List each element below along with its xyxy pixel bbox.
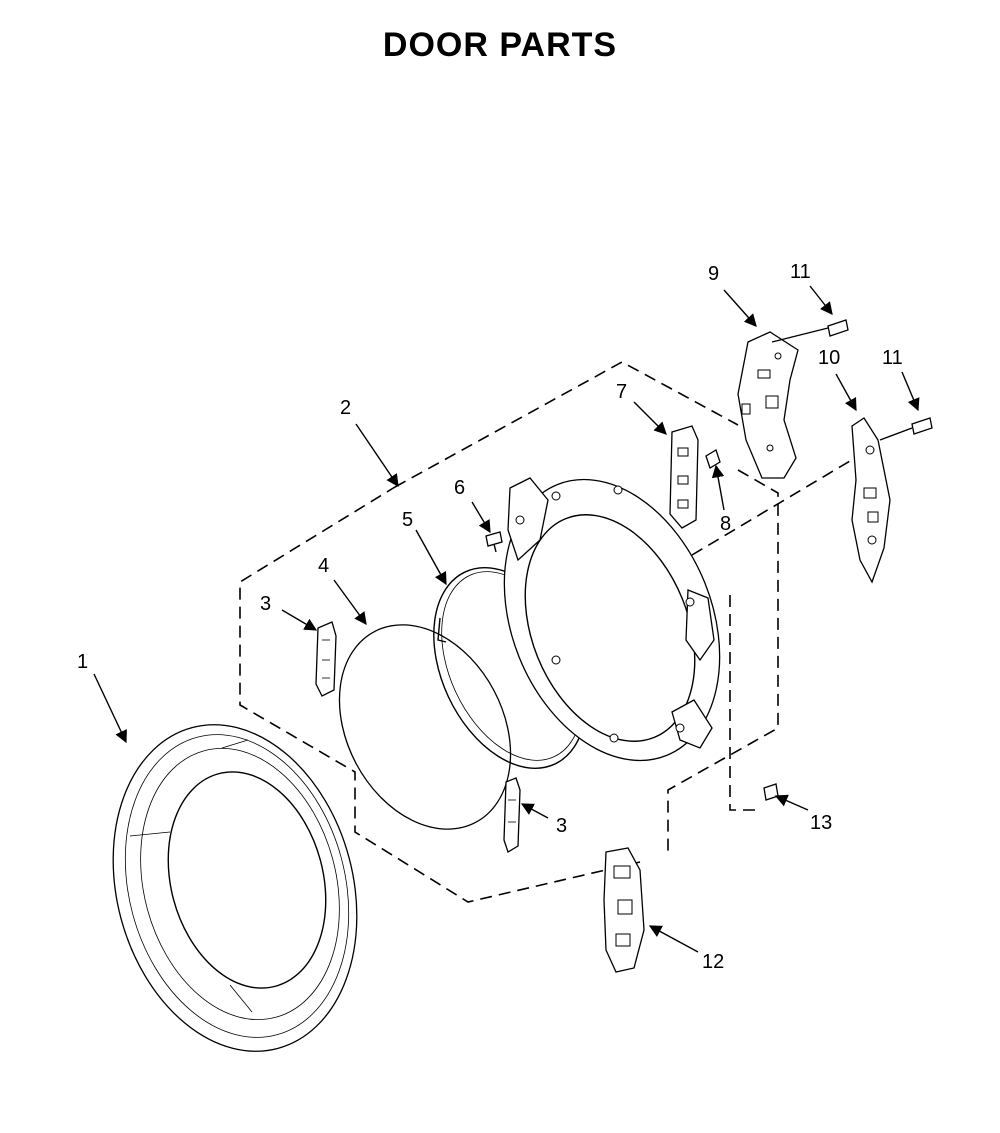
part-3-clip-lower <box>503 777 521 853</box>
callout-13: 13 <box>810 812 832 834</box>
callout-9: 9 <box>708 263 719 285</box>
leader-lines <box>93 285 920 953</box>
part-1-outer-door <box>112 724 358 1052</box>
callout-4: 4 <box>318 555 329 577</box>
part-2-inner-frame <box>503 477 721 762</box>
axis-line <box>691 454 861 556</box>
callout-11-right: 11 <box>882 347 903 369</box>
part-11-screw-b <box>911 417 933 435</box>
part-8-small-bracket <box>705 449 721 469</box>
callout-6: 6 <box>454 477 465 499</box>
callout-8: 8 <box>720 513 731 535</box>
part-6-screw <box>485 531 503 553</box>
assembly-outline-right <box>729 595 758 811</box>
part-13-screw <box>763 783 779 801</box>
callout-7: 7 <box>616 381 627 403</box>
part-12-latch <box>603 847 645 973</box>
part-4-door-glass <box>338 624 512 830</box>
callout-10: 10 <box>818 347 840 369</box>
callout-12: 12 <box>702 951 724 973</box>
part-10-hinge <box>851 417 891 584</box>
callout-3-lower: 3 <box>556 815 567 837</box>
callout-5: 5 <box>402 509 413 531</box>
part-7-hinge-bracket <box>669 425 699 529</box>
page-title: DOOR PARTS <box>382 26 618 64</box>
part-3-clip-upper <box>315 621 337 697</box>
part-11-screw-a <box>827 319 849 337</box>
callout-11-upper: 11 <box>790 261 811 283</box>
callout-1: 1 <box>77 651 88 673</box>
callout-2: 2 <box>340 397 351 419</box>
callout-3-upper: 3 <box>260 593 271 615</box>
assembly-outline <box>239 361 779 903</box>
part-9-hinge-cover <box>737 331 799 479</box>
